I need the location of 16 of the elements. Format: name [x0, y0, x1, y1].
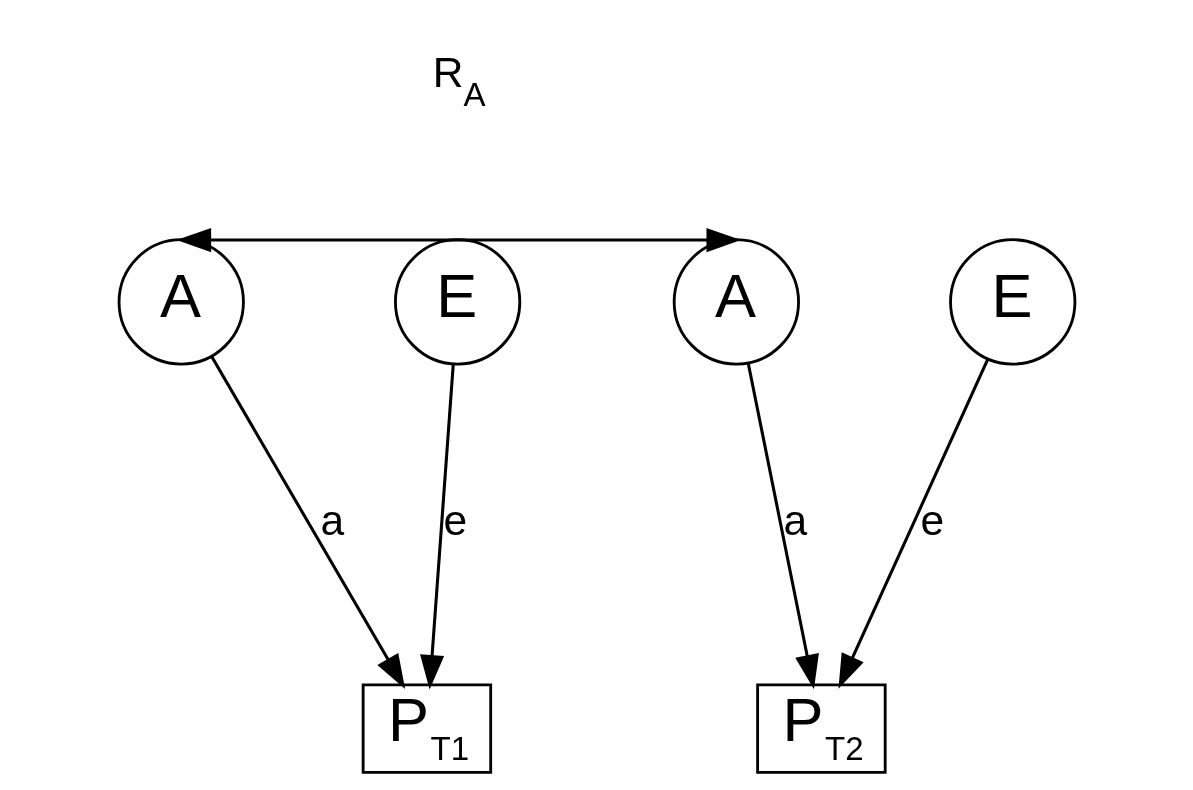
- node-circle: E: [948, 238, 1076, 366]
- node-box: P$_{T1}$: [361, 683, 492, 774]
- arrow: [837, 358, 989, 689]
- arrow: [209, 355, 405, 689]
- edge-label: a: [320, 496, 344, 544]
- node-box: P$_{T2}$: [755, 683, 887, 774]
- edge-label: e: [920, 496, 944, 544]
- arrow: [746, 362, 819, 690]
- edge-label: a: [783, 496, 807, 544]
- node-circle: A: [117, 238, 245, 366]
- node-circle: A: [672, 238, 800, 366]
- arrow: [176, 228, 741, 253]
- edge-label: R$_{A}$: [432, 49, 486, 113]
- node-circle: E: [393, 238, 521, 366]
- arrow: [419, 363, 455, 690]
- edge-label: e: [442, 496, 467, 544]
